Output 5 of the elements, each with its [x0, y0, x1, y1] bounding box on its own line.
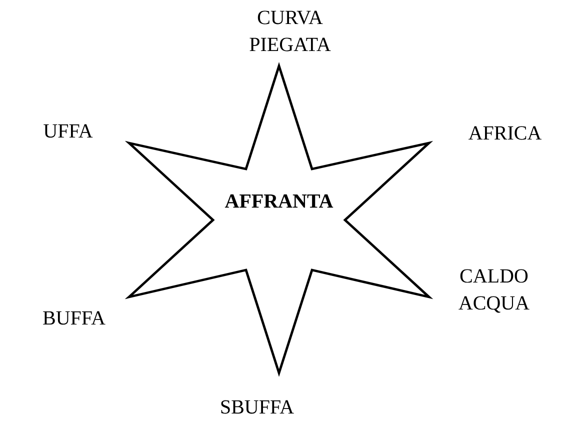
point-label: SBUFFA: [221, 400, 294, 414]
point-label: BUFFA: [43, 311, 106, 325]
point-label: AFRICA: [468, 126, 542, 140]
point-label: CALDO ACQUA: [458, 269, 530, 313]
point-label: UFFA: [44, 124, 93, 138]
